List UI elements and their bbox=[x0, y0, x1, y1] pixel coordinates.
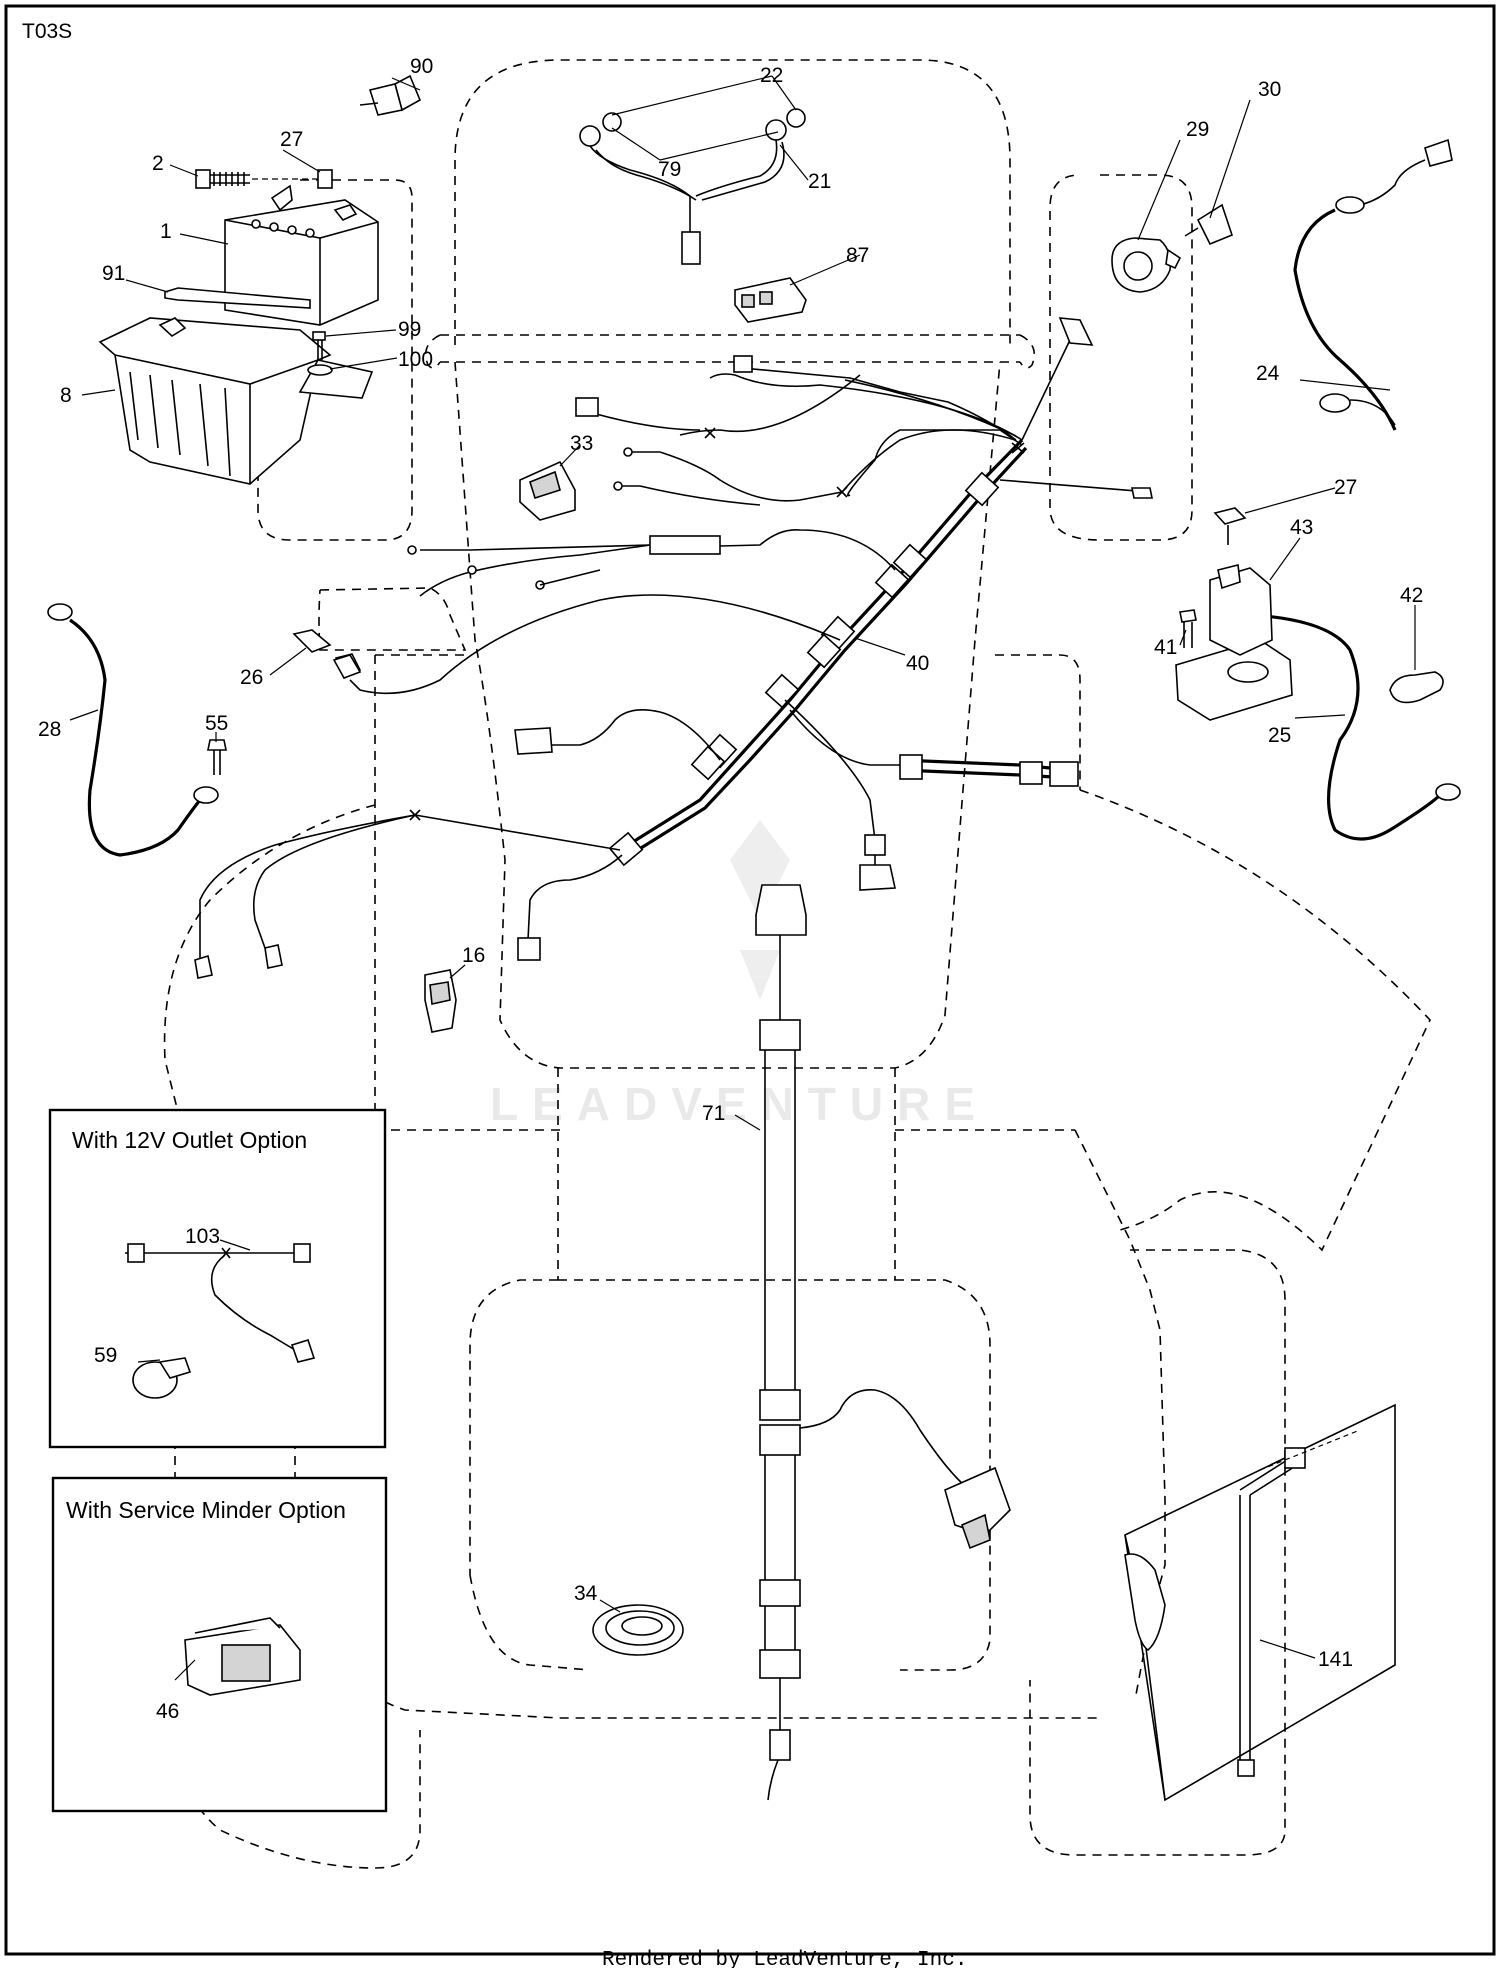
label-71: 71 bbox=[702, 1102, 725, 1125]
part-labels: T03S 90 2 27 1 91 8 99 100 22 79 21 87 2… bbox=[22, 20, 1423, 1723]
horn-29-icon bbox=[592, 1604, 684, 1656]
label-26: 26 bbox=[240, 666, 263, 689]
nut-27-icon bbox=[317, 169, 333, 189]
label-34: 33 bbox=[570, 432, 593, 455]
bolt-2-icon bbox=[195, 169, 318, 189]
label-43: 43 bbox=[1290, 516, 1313, 539]
label-100: 100 bbox=[398, 348, 433, 371]
switch-16-icon bbox=[424, 969, 457, 1033]
ignition-key-icon bbox=[1184, 203, 1233, 246]
screw-55-icon bbox=[207, 739, 227, 775]
label-91: 91 bbox=[102, 262, 125, 285]
main-harness-40 bbox=[194, 317, 1153, 979]
label-40: 40 bbox=[906, 652, 929, 675]
watermark-text: LEADVENTURE bbox=[490, 1078, 989, 1130]
solenoid-43-icon bbox=[1175, 564, 1293, 721]
label-16: 16 bbox=[462, 944, 485, 967]
tractor-outline bbox=[159, 59, 1431, 1869]
nut-27-right-icon bbox=[1213, 507, 1247, 545]
label-30: 29 bbox=[1186, 118, 1209, 141]
label-41: 41 bbox=[1154, 636, 1177, 659]
boot-42-icon bbox=[1389, 671, 1444, 704]
label-25: 25 bbox=[1268, 724, 1291, 747]
bolt-41-icon bbox=[1179, 609, 1197, 648]
battery-assembly bbox=[98, 74, 422, 485]
switch-34-icon bbox=[519, 460, 576, 521]
label-79: 79 bbox=[658, 158, 681, 181]
label-2: 2 bbox=[152, 152, 164, 175]
label-99: 99 bbox=[398, 318, 421, 341]
label-87: 87 bbox=[846, 244, 869, 267]
footer-credit: Rendered by LeadVenture, Inc. bbox=[602, 1949, 967, 1968]
relay-87-icon bbox=[734, 277, 807, 323]
label-29: 34 bbox=[574, 1582, 598, 1605]
label-1: 1 bbox=[160, 220, 172, 243]
inset-12v-outlet: With 12V Outlet Option bbox=[48, 1108, 387, 1449]
label-21: 21 bbox=[808, 170, 831, 193]
label-46: 46 bbox=[156, 1700, 179, 1723]
headlight-harness bbox=[579, 108, 806, 265]
diagram-code: T03S bbox=[22, 20, 72, 43]
inset-service-minder: With Service Minder Option bbox=[51, 1476, 388, 1813]
label-24: 24 bbox=[1256, 362, 1280, 385]
terminal-90-icon bbox=[359, 74, 422, 116]
leader-lines bbox=[69, 75, 1416, 1681]
battery-icon bbox=[224, 184, 379, 326]
label-8: 8 bbox=[60, 384, 72, 407]
inset-12v-outlet-title: With 12V Outlet Option bbox=[72, 1127, 307, 1153]
label-27b: 27 bbox=[1334, 476, 1357, 499]
label-59: 59 bbox=[94, 1344, 117, 1367]
label-90: 90 bbox=[410, 55, 433, 78]
label-55: 55 bbox=[205, 712, 228, 735]
cable-28-icon bbox=[47, 603, 219, 857]
cable-24-icon bbox=[1293, 138, 1453, 431]
label-28: 28 bbox=[38, 718, 61, 741]
watermark: LEADVENTURE bbox=[490, 820, 989, 1130]
ignition-switch-icon bbox=[1111, 237, 1182, 293]
harness-71 bbox=[755, 884, 1011, 1801]
battery-strap-icon bbox=[164, 287, 311, 309]
label-141: 141 bbox=[1318, 1648, 1353, 1671]
label-42: 42 bbox=[1400, 584, 1423, 607]
battery-tray-icon bbox=[98, 317, 374, 485]
label-27a: 27 bbox=[280, 128, 303, 151]
diagram-frame bbox=[4, 4, 1496, 1956]
screw-99-icon bbox=[312, 331, 326, 360]
assembly-141-icon bbox=[1124, 1403, 1396, 1802]
label-103: 103 bbox=[185, 1225, 220, 1248]
inset-service-minder-title: With Service Minder Option bbox=[66, 1497, 346, 1523]
label-22: 22 bbox=[760, 64, 783, 87]
washer-100-icon bbox=[307, 364, 333, 376]
label-33: 30 bbox=[1258, 78, 1281, 101]
